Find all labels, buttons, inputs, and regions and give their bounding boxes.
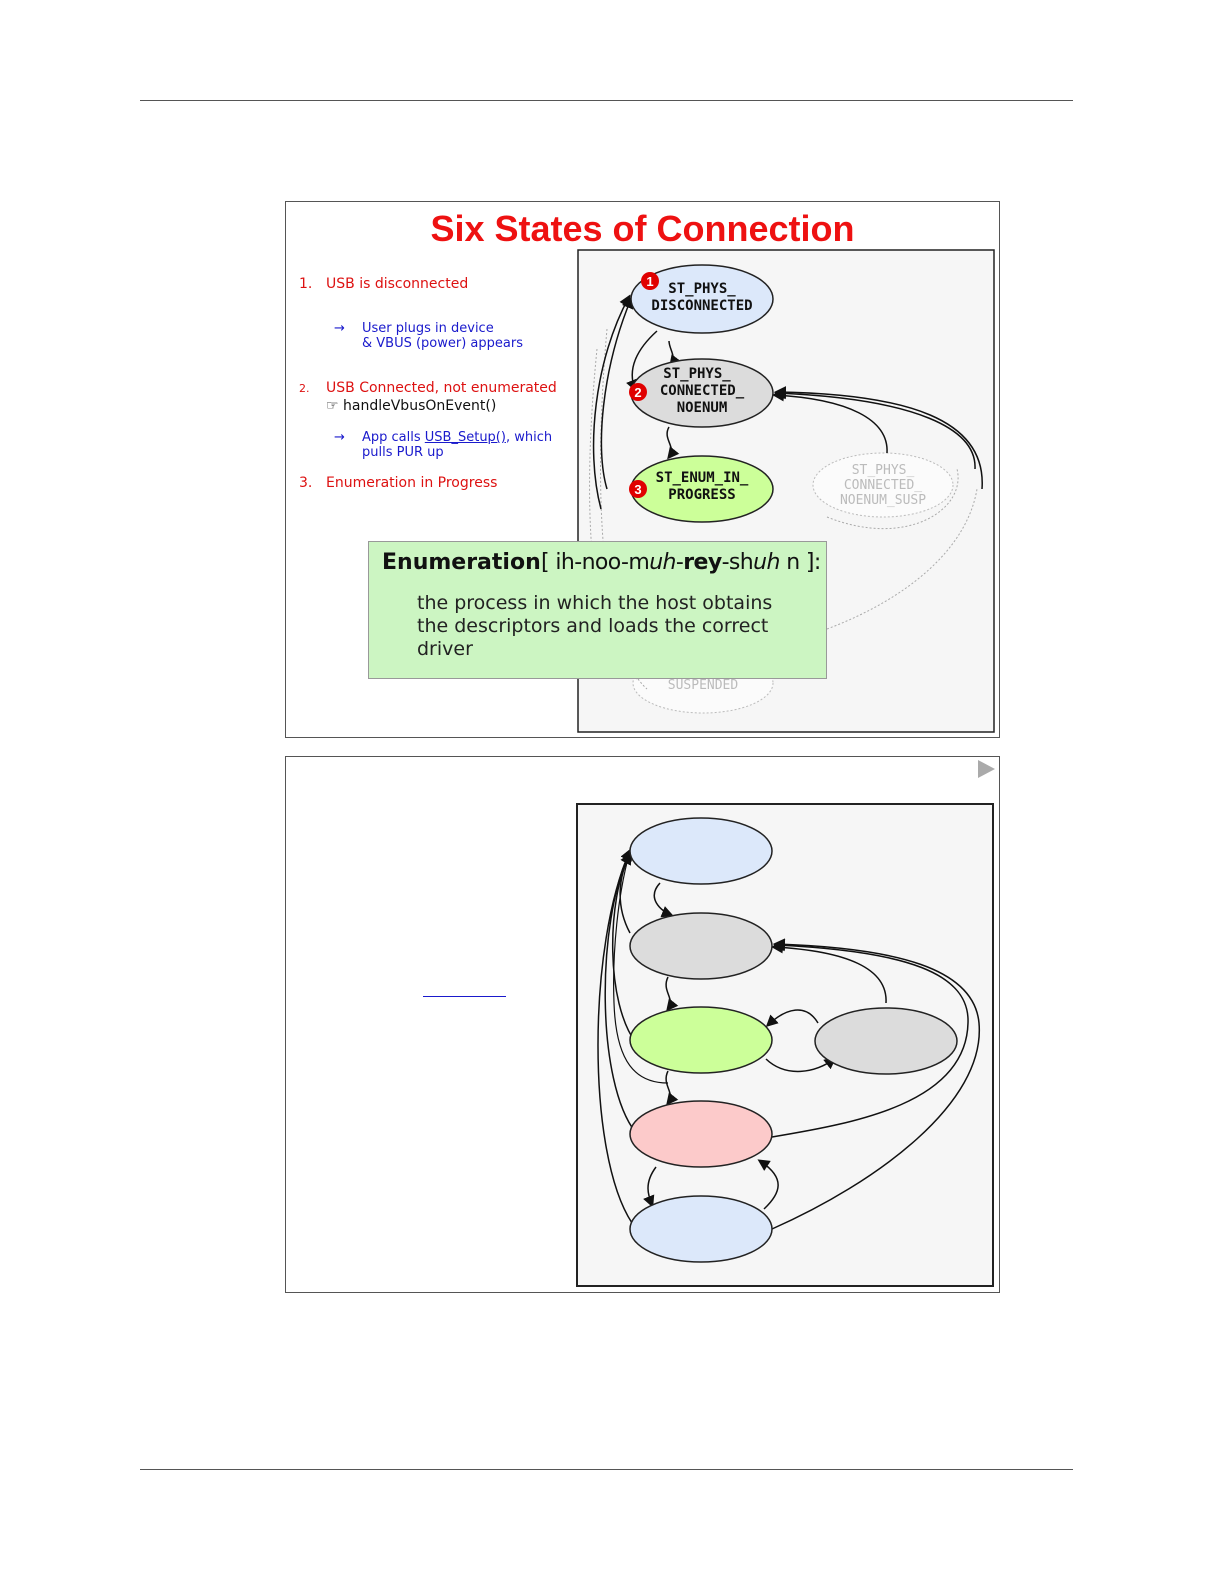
header-rule [140,100,1073,101]
state-node-5 [629,1100,773,1168]
list-item-1: 1. USB is disconnected [299,276,468,292]
state-node-2 [629,912,773,980]
slide-1: Six States of Connection 1. USB is discon… [285,201,1000,738]
definition-box: Enumeration [ ih-noo-muh-rey-shuh n ]: t… [368,541,827,679]
sub-note-line: User plugs in device [362,321,494,336]
play-icon[interactable] [978,760,995,778]
state-label: CONNECTED_ [660,383,745,399]
definition-word: Enumeration [382,550,541,575]
handler-line: ☞ handleVbusOnEvent() [326,398,496,414]
sub-note-line: & VBUS (power) appears [362,336,523,351]
state-node-4 [814,1007,958,1075]
list-text: USB Connected, not enumerated [326,380,557,396]
badge-number: 3 [634,482,641,497]
footer-rule [140,1469,1073,1470]
list-number: 1. [299,276,313,292]
badge-number: 1 [646,274,653,289]
ghost-label: ST_PHYS_ [852,463,915,478]
list-number: 3. [299,475,313,491]
state-label: ST_PHYS_ [668,281,736,297]
state-node-disconnected [630,264,774,334]
badge-2-icon [629,383,647,401]
state-node-3 [629,1006,773,1074]
slide-2 [285,756,1000,1293]
ghost-label: CONNECTED_ [844,478,922,493]
state-node-1 [629,817,773,885]
definition-text: the process in which the host obtains th… [417,592,773,660]
state-diagram-empty [576,803,994,1287]
slide-title: Six States of Connection [430,208,855,249]
state-label: ST_PHYS_ [663,366,731,382]
state-node-ghost [812,452,954,518]
list-text: Enumeration in Progress [326,475,498,491]
sub-note-suffix: , which [505,430,553,445]
state-node-6 [629,1195,773,1263]
list-number: 2. [299,382,310,395]
arrow-icon: → [334,430,345,445]
list-text: USB is disconnected [326,276,469,292]
definition-pronunciation: [ ih-noo-muh-rey-shuh n ]: [541,550,821,575]
sub-note-setup: → App calls USB_Setup(), which pulls PUR… [334,430,553,460]
badge-1-icon [641,272,659,290]
state-label: ST_ENUM_IN_ [656,470,749,486]
handler-name: handleVbusOnEvent() [343,398,497,414]
state-label: DISCONNECTED [651,298,752,314]
sub-note-line: pulls PUR up [362,445,444,460]
link-underline [423,996,506,997]
ghost-label: NOENUM_SUSP [840,493,926,508]
badge-3-icon [629,480,647,498]
pointing-hand-icon: ☞ [326,398,339,414]
arrow-icon: → [334,321,345,336]
sub-note-prefix: App calls [362,430,425,445]
state-label: NOENUM [677,400,728,416]
ghost-label: SUSPENDED [668,678,739,693]
state-label: PROGRESS [668,487,735,503]
list-item-2: 2. USB Connected, not enumerated [299,380,557,396]
badge-number: 2 [634,385,641,400]
sub-note-plug: → User plugs in device & VBUS (power) ap… [334,321,523,351]
usb-setup-link[interactable]: USB_Setup() [424,430,506,445]
list-item-3: 3. Enumeration in Progress [299,475,497,491]
